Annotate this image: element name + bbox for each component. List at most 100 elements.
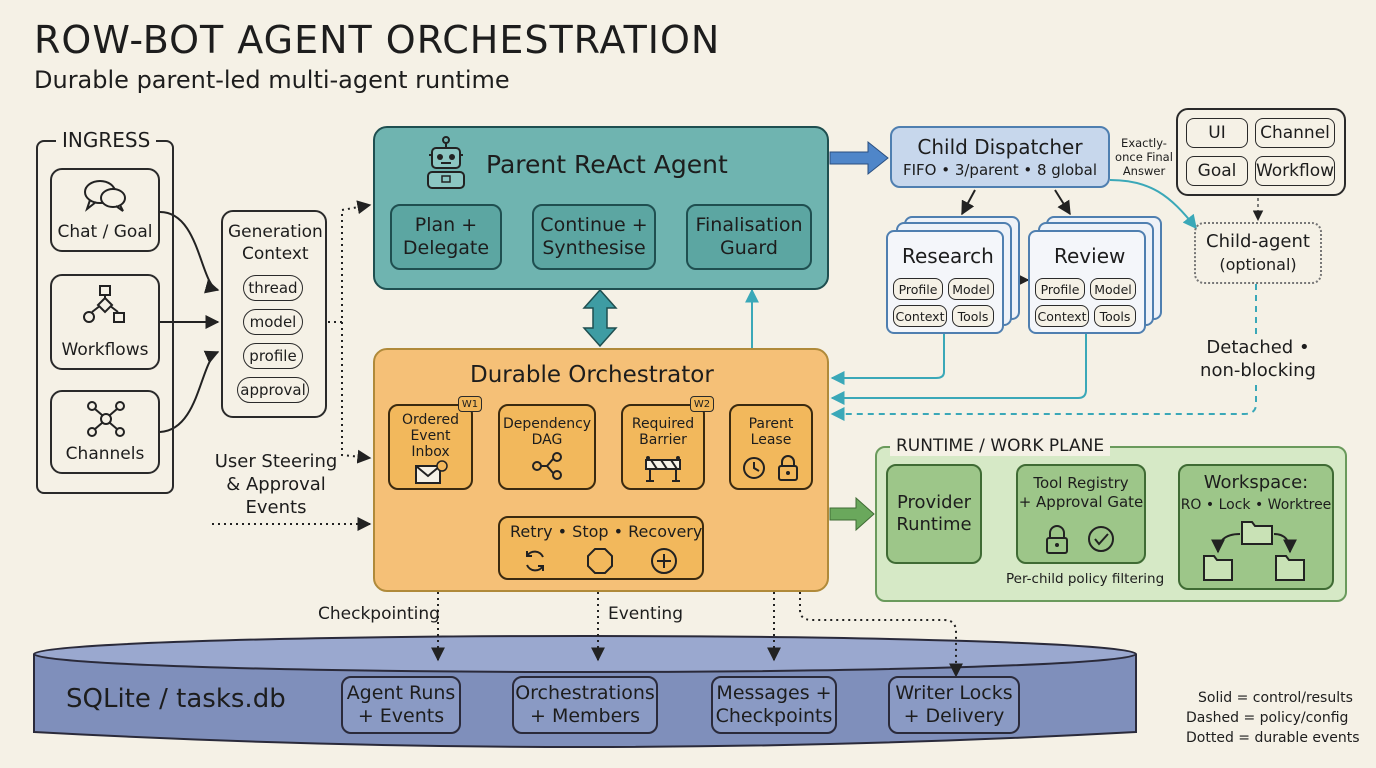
tool-registry-approval-gate[interactable] [1016, 464, 1146, 564]
registry-text: Tool Registry + Approval Gate [1016, 474, 1146, 512]
card-required-barrier[interactable]: Required Barrier [621, 404, 705, 490]
interface-workflow[interactable]: Workflow [1255, 156, 1335, 186]
lock-icon [1046, 525, 1068, 554]
interface-channel[interactable]: Channel [1255, 118, 1335, 148]
orchestrator-title: Durable Orchestrator [470, 362, 714, 388]
review-chip-context: Context [1035, 305, 1089, 327]
table-orchestrations[interactable]: Orchestrations + Members [512, 676, 658, 734]
research-chip-tools: Tools [952, 305, 994, 327]
steering-line-3: Events [245, 497, 307, 518]
page-subtitle: Durable parent-led multi-agent runtime [34, 66, 510, 94]
dag-icon [532, 452, 562, 480]
exactly-once-line2: once Final [1115, 150, 1173, 164]
dag-line2: DAG [531, 432, 563, 448]
teal-research-to-orchestrator [830, 334, 945, 385]
chat-bubbles-icon [84, 180, 126, 212]
steering-line-2: & Approval [226, 474, 326, 495]
badge-w2: W2 [690, 396, 714, 412]
dispatcher-detail: FIFO • 3/parent • 8 global [902, 161, 1098, 179]
writer-locks-line1: Writer Locks [895, 682, 1013, 704]
interface-goal[interactable]: Goal [1186, 156, 1248, 186]
step-continue-line1: Continue + [540, 214, 648, 236]
research-title: Research [902, 244, 994, 268]
teal-dispatcher-to-child [1109, 179, 1197, 230]
research-chip-context: Context [893, 305, 947, 327]
review-title: Review [1054, 244, 1126, 268]
child-dispatcher[interactable]: Child Dispatcher FIFO • 3/parent • 8 glo… [890, 126, 1110, 188]
orchestrations-line1: Orchestrations [515, 682, 655, 704]
table-writer-locks[interactable]: Writer Locks + Delivery [888, 676, 1020, 734]
teal-double-arrow [582, 288, 618, 348]
barrier-icon [645, 456, 681, 482]
agent-runs-line2: + Events [357, 705, 445, 727]
ingress-workflows-label: Workflows [61, 340, 149, 360]
writer-locks-line2: + Delivery [903, 705, 1005, 727]
agent-runs-line1: Agent Runs [346, 682, 456, 704]
folders-icon [1203, 521, 1305, 581]
table-messages-checkpoints[interactable]: Messages + Checkpoints [711, 676, 837, 734]
policy-filter-note: Per-child policy filtering [1006, 571, 1165, 587]
envelope-icon [415, 460, 448, 484]
orchestrations-line2: + Members [529, 705, 640, 727]
card-parent-lease[interactable]: Parent Lease [729, 404, 813, 490]
dotted-context-to-parent [328, 200, 372, 323]
page-title: ROW-BOT AGENT ORCHESTRATION [34, 18, 721, 62]
blue-arrow-parent-to-dispatcher [829, 140, 889, 176]
arrow-chat-to-context [159, 211, 220, 294]
arrow-channels-to-context [159, 350, 220, 433]
card-dependency-dag[interactable]: Dependency DAG [498, 404, 596, 490]
inbox-line1: Ordered [402, 412, 459, 428]
dashed-child-to-orchestrator [830, 385, 1257, 421]
refresh-icon [526, 550, 544, 572]
exactly-once-line1: Exactly- [1121, 136, 1167, 150]
runtime-label: RUNTIME / WORK PLANE [890, 436, 1111, 456]
ingress-label: INGRESS [56, 128, 157, 152]
eventing-label: Eventing [608, 604, 683, 624]
review-chip-model: Model [1090, 278, 1136, 300]
ingress-chat-goal[interactable]: Chat / Goal [50, 168, 160, 252]
ingress-workflows[interactable]: Workflows [50, 274, 160, 370]
barrier-line2: Barrier [639, 432, 687, 448]
badge-w1: W1 [458, 396, 482, 412]
ingress-channels[interactable]: Channels [50, 390, 160, 474]
detached-line1: Detached • [1206, 337, 1310, 358]
database-name: SQLite / tasks.db [66, 684, 286, 714]
dotted-context-to-orchestrator [341, 322, 372, 464]
child-agent-line2: (optional) [1219, 255, 1297, 274]
provider-line1: Provider [896, 492, 972, 513]
dag-line1: Dependency [502, 416, 592, 432]
generation-context-title-2: Context [242, 244, 309, 264]
workspace-text: Workspace: RO • Lock • Worktree [1178, 472, 1334, 516]
registry-line2: + Approval Gate [1018, 493, 1144, 511]
registry-line1: Tool Registry [1033, 474, 1129, 492]
child-agent-optional[interactable]: Child-agent (optional) [1194, 222, 1322, 284]
messages-line2: Checkpoints [715, 705, 833, 727]
inbox-line2: Event [410, 428, 451, 444]
interface-ui[interactable]: UI [1186, 118, 1248, 148]
check-badge-icon [1088, 526, 1114, 552]
lease-line2: Lease [750, 432, 792, 448]
detached-label: Detached • non-blocking [1196, 336, 1320, 382]
step-continue-synthesise[interactable]: Continue + Synthesise [532, 204, 656, 270]
legend-dashed: Dashed = policy/config [1186, 710, 1349, 726]
table-agent-runs[interactable]: Agent Runs + Events [341, 676, 461, 734]
exactly-once-line3: Answer [1122, 164, 1166, 178]
context-chip-profile: profile [243, 343, 303, 369]
plus-icon [651, 548, 677, 574]
provider-runtime[interactable]: Provider Runtime [886, 464, 982, 564]
step-finalisation-guard[interactable]: Finalisation Guard [686, 204, 812, 270]
ingress-channels-label: Channels [65, 444, 145, 464]
context-chip-thread: thread [243, 275, 303, 301]
ingress-chat-label: Chat / Goal [57, 222, 153, 242]
clock-lock-icon [743, 455, 798, 481]
detached-line2: non-blocking [1200, 360, 1316, 381]
green-arrow-orchestrator-to-runtime [829, 496, 875, 532]
step-plan-delegate[interactable]: Plan + Delegate [390, 204, 502, 270]
generation-context-title-1: Generation [228, 222, 323, 242]
child-agent-line1: Child-agent [1206, 231, 1310, 252]
step-plan-line2: Delegate [402, 237, 490, 259]
steering-line-1: User Steering [214, 451, 338, 472]
review-chip-profile: Profile [1035, 278, 1085, 300]
teal-review-to-orchestrator [830, 334, 1087, 405]
context-chip-approval: approval [237, 377, 309, 403]
